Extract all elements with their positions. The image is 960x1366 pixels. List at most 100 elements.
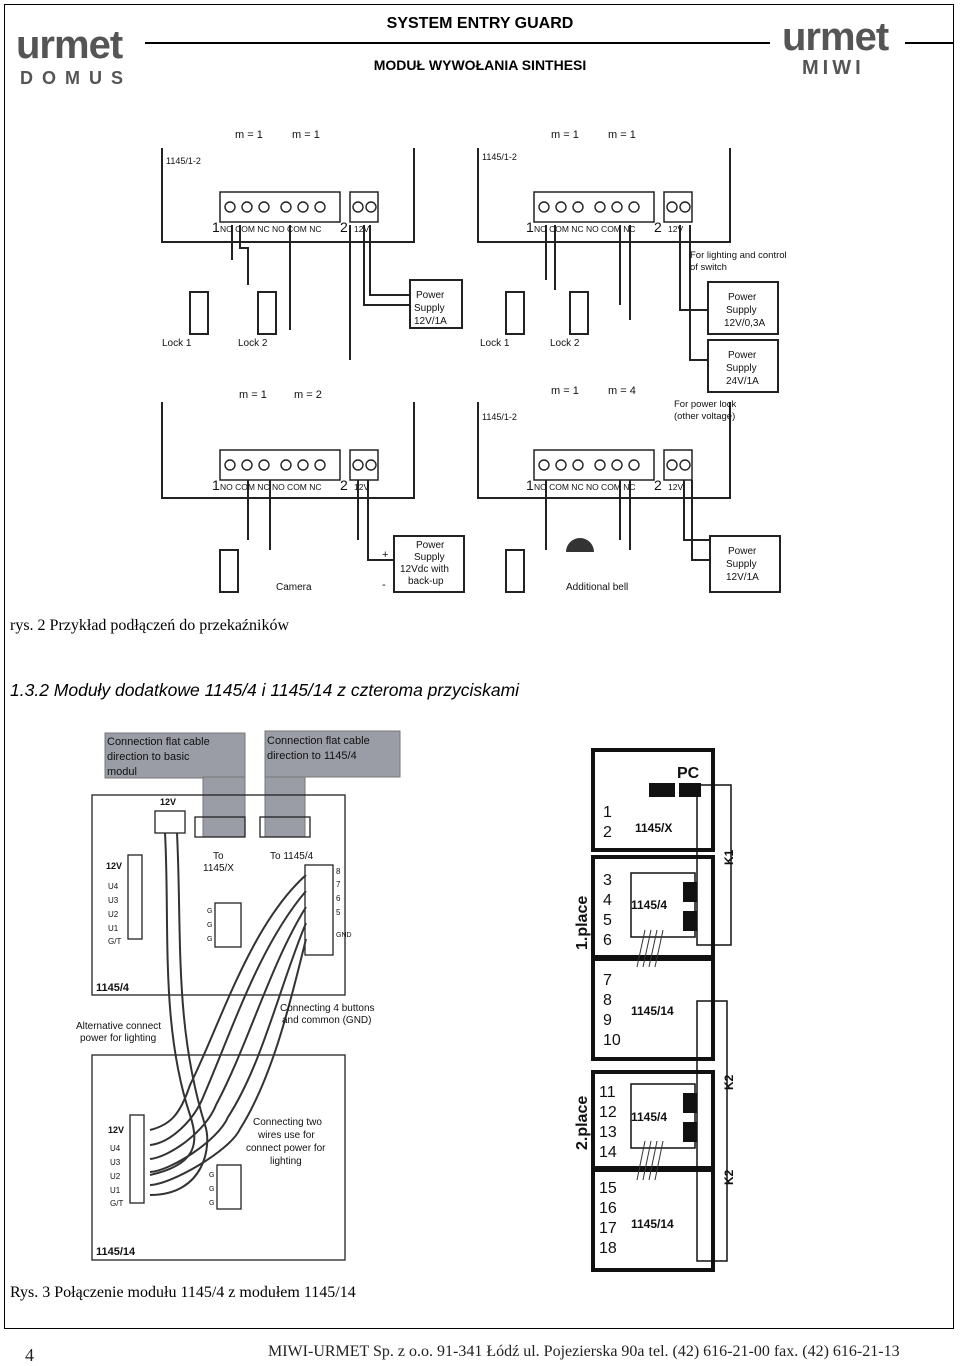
- urmet-miwi-logo: urmet MIWI: [782, 15, 890, 76]
- p2-note-1: of switch: [690, 262, 727, 273]
- logo-left-top: urmet: [16, 23, 123, 67]
- p4-m2: m = 4: [608, 385, 636, 397]
- fig3-wires-2: connect power for: [246, 1143, 326, 1154]
- p2-load2: Lock 2: [550, 338, 580, 349]
- p4-note-1: (other voltage): [674, 411, 735, 422]
- fig3-to4: To 1145/4: [270, 851, 314, 862]
- slot1-n1: 4: [603, 892, 612, 909]
- fig3-in-0: 12V: [106, 861, 122, 871]
- fig3-in2-5: G/T: [110, 1199, 123, 1208]
- fig3-in2-3: U2: [110, 1172, 121, 1181]
- p1-ps-0: Power: [416, 290, 445, 301]
- logo-left-bottom: DOMUS: [20, 68, 132, 88]
- p2-ps2-2: 24V/1A: [726, 376, 759, 387]
- rack-place1: 1.place: [574, 896, 591, 950]
- fig3-g2-0: G: [209, 1172, 214, 1179]
- p2-note-0: For lighting and control: [690, 250, 787, 261]
- fig3-in-5: G/T: [108, 937, 121, 946]
- fig3-g-1: G: [207, 922, 212, 929]
- p4-ps-1: Supply: [726, 559, 757, 570]
- p3-v: 12V: [354, 482, 369, 492]
- p4-v: 12V: [668, 482, 683, 492]
- slot1-n0: 3: [603, 872, 612, 889]
- rack-k2a: K2: [722, 1074, 736, 1090]
- slot0-n0: 1: [603, 804, 612, 821]
- p2-ps2-0: Power: [728, 350, 757, 361]
- p2-ps1-0: Power: [728, 292, 757, 303]
- fig3-g-0: G: [207, 908, 212, 915]
- p3-t1: 1: [212, 477, 220, 493]
- p1-load1: Lock 1: [162, 338, 192, 349]
- slot2-n2: 9: [603, 1012, 612, 1029]
- fig3-alt-0: Alternative connect: [76, 1021, 161, 1032]
- p2-module: 1145/1-2: [482, 152, 517, 162]
- header-rule-right: [905, 42, 953, 44]
- slot2-n1: 8: [603, 992, 612, 1009]
- p3-load: Camera: [276, 582, 312, 593]
- slot0-n1: 2: [603, 824, 612, 841]
- p3-ps-2: 12Vdc with: [400, 564, 449, 575]
- p4-m1: m = 1: [551, 385, 579, 397]
- rack-k1: K1: [722, 849, 736, 865]
- p3-terms: NO COM NC NO COM NC: [220, 482, 322, 492]
- fig3-out-1: 7: [336, 880, 341, 889]
- p1-ps-2: 12V/1A: [414, 316, 447, 327]
- slot1-n3: 6: [603, 932, 612, 949]
- fig3-wires-0: Connecting two: [253, 1117, 322, 1128]
- logo-right-top: urmet: [782, 15, 889, 59]
- figure3-caption: Rys. 3 Połączenie modułu 1145/4 z modułe…: [10, 1284, 356, 1301]
- p4-ps-0: Power: [728, 546, 757, 557]
- p4-t1: 1: [526, 477, 534, 493]
- p1-m1: m = 1: [235, 129, 263, 141]
- p4-note-0: For power lock: [674, 399, 737, 410]
- relay-connection-diagram: m = 1 m = 1 1145/1-2 1 NO COM NC NO COM …: [161, 129, 787, 593]
- fig3-wires-1: wires use for: [257, 1130, 315, 1141]
- fig3-box1-0: Connection flat cable: [107, 736, 210, 748]
- p2-m2: m = 1: [608, 129, 636, 141]
- p2-load1: Lock 1: [480, 338, 510, 349]
- slot3-n2: 13: [599, 1124, 617, 1141]
- logo-right-bottom: MIWI: [802, 57, 865, 76]
- slot1-module: 1145/4: [631, 898, 667, 912]
- p2-m1: m = 1: [551, 129, 579, 141]
- fig3-12v: 12V: [160, 797, 176, 807]
- fig3-module-b: 1145/14: [96, 1246, 136, 1258]
- p3-plus: +: [382, 549, 388, 561]
- slot1-n2: 5: [603, 912, 612, 929]
- p4-module: 1145/1-2: [482, 412, 517, 422]
- slot3-n1: 12: [599, 1104, 617, 1121]
- p1-terms: NO COM NC NO COM NC: [220, 224, 322, 234]
- fig3-box1-2: modul: [107, 766, 137, 778]
- p3-ps-0: Power: [416, 540, 445, 551]
- slot3-n3: 14: [599, 1144, 617, 1161]
- fig3-in2-1: U4: [110, 1144, 121, 1153]
- fig3-alt-1: power for lighting: [80, 1033, 156, 1044]
- p1-ps-1: Supply: [414, 303, 445, 314]
- p2-ps1-2: 12V/0,3A: [724, 318, 765, 329]
- panel-rack-diagram: PC K1 K2 K2 1.place 2.place 1 2 1145/X 3…: [574, 748, 736, 1272]
- slot2-n3: 10: [603, 1032, 621, 1049]
- module-wiring-diagram: Connection flat cable direction to basic…: [76, 730, 401, 1261]
- slot3-module: 1145/4: [631, 1110, 667, 1124]
- fig3-module-a: 1145/4: [96, 982, 130, 994]
- p1-load2: Lock 2: [238, 338, 268, 349]
- fig3-g2-2: G: [209, 1200, 214, 1207]
- page-frame: [4, 4, 954, 1329]
- p3-m2: m = 2: [294, 389, 322, 401]
- fig3-tox-0: To: [213, 851, 224, 862]
- urmet-domus-logo: urmet DOMUS: [16, 23, 132, 88]
- fig3-box2-0: Connection flat cable: [267, 735, 370, 747]
- slot3-n0: 11: [599, 1084, 616, 1101]
- rack-k2b: K2: [722, 1169, 736, 1185]
- p4-terms: NO COM NC NO COM NC: [534, 482, 636, 492]
- fig3-wires-3: lighting: [270, 1156, 302, 1167]
- p2-t2: 2: [654, 219, 662, 235]
- slot4-n2: 17: [599, 1220, 617, 1237]
- slot2-n0: 7: [603, 972, 612, 989]
- slot0-module: 1145/X: [635, 821, 672, 835]
- slot2-module: 1145/14: [631, 1004, 674, 1018]
- p4-t2: 2: [654, 477, 662, 493]
- slot4-module: 1145/14: [631, 1217, 674, 1231]
- fig3-in-4: U1: [108, 924, 119, 933]
- p3-m1: m = 1: [239, 389, 267, 401]
